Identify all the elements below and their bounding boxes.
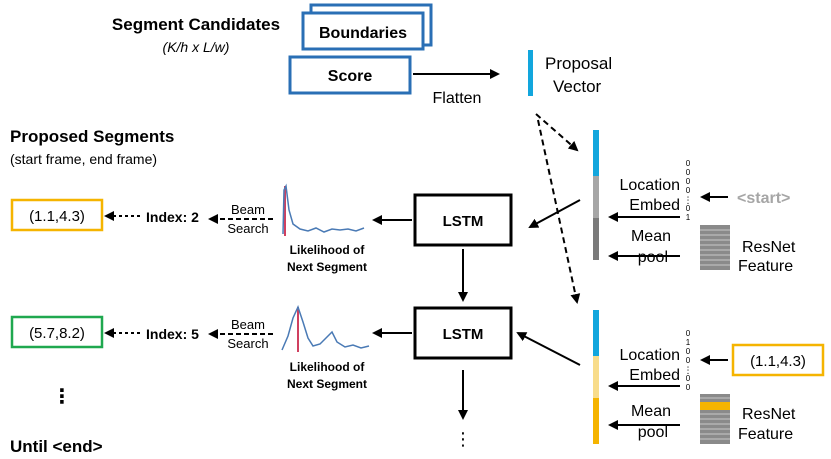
likelihood-plot-1 (282, 183, 365, 236)
prev-segment-token: (1.1,4.3) (750, 353, 806, 370)
input-vector-2 (593, 310, 599, 444)
likelihood-plot-2 (281, 304, 370, 352)
location-label-1: Location (620, 177, 681, 194)
beam-label-2: Beam (231, 317, 265, 332)
index-label-2: Index: 5 (146, 326, 199, 342)
lstm-box-1 (413, 193, 513, 247)
bottom-ellipsis: ⋮ (454, 429, 472, 449)
mean-label-1: Mean (631, 228, 671, 245)
lstm-label-2: LSTM (443, 326, 484, 343)
location-bits-1: 0 0 0 0 ⋮ 0 1 (684, 159, 693, 222)
lstm-box-2 (413, 306, 513, 360)
dashed-arrow-step1 (535, 113, 579, 152)
search-label-2: Search (227, 336, 268, 351)
svg-text:0: 0 (686, 329, 691, 338)
resnet-feature-stack-2 (700, 394, 730, 444)
flatten-label: Flatten (433, 90, 482, 107)
pool-label-1: pool (638, 249, 668, 266)
boundaries-label: Boundaries (319, 25, 407, 42)
input-vector-1 (593, 130, 599, 260)
segment-candidates-title: Segment Candidates (112, 15, 280, 34)
feature-label-1: Feature (738, 258, 793, 275)
left-ellipsis: ⋮ (52, 386, 72, 408)
feature-label-2: Feature (738, 426, 793, 443)
svg-text:0: 0 (686, 374, 691, 383)
mean-label-2: Mean (631, 403, 671, 420)
likelihood-label-2a: Likelihood of (290, 360, 366, 374)
lstm-label-1: LSTM (443, 213, 484, 230)
output-segment-1: (1.1,4.3) (29, 208, 85, 225)
embed-label-1: Embed (629, 197, 680, 214)
resnet-label-2: ResNet (742, 406, 796, 423)
dashed-arrow-step2 (537, 119, 581, 304)
output-segment-2-box (10, 315, 104, 349)
lstm-input-arrow-2 (516, 332, 581, 366)
location-bits-2: 0 1 0 0 ⋮ 0 0 (684, 329, 693, 392)
svg-text:0: 0 (686, 204, 691, 213)
svg-text:⋮: ⋮ (684, 195, 693, 205)
resnet-feature-stack-1 (700, 225, 730, 270)
svg-text:0: 0 (686, 356, 691, 365)
until-end-label: Until <end> (10, 437, 103, 456)
segment-candidates-subtitle: (K/h x L/w) (163, 39, 230, 55)
svg-text:0: 0 (686, 168, 691, 177)
likelihood-curve-2 (281, 304, 370, 351)
beam-label-1: Beam (231, 202, 265, 217)
embed-label-2: Embed (629, 367, 680, 384)
score-label: Score (328, 68, 373, 85)
likelihood-label-1a: Likelihood of (290, 243, 366, 257)
svg-text:0: 0 (686, 159, 691, 168)
svg-text:1: 1 (686, 338, 691, 347)
pool-label-2: pool (638, 424, 668, 441)
proposal-vector-label-2: Vector (553, 77, 602, 96)
proposal-vector-label-1: Proposal (545, 54, 612, 73)
likelihood-label-2b: Next Segment (287, 377, 367, 391)
svg-text:0: 0 (686, 177, 691, 186)
svg-text:0: 0 (686, 347, 691, 356)
location-label-2: Location (620, 347, 681, 364)
start-token: <start> (737, 190, 790, 207)
svg-text:0: 0 (686, 383, 691, 392)
search-label-1: Search (227, 221, 268, 236)
score-box (288, 55, 412, 95)
prev-segment-box (731, 343, 825, 377)
index-label-1: Index: 2 (146, 209, 199, 225)
likelihood-curve-1 (282, 183, 365, 235)
proposed-segments-title: Proposed Segments (10, 127, 174, 146)
proposed-segments-subtitle: (start frame, end frame) (10, 151, 157, 167)
svg-text:0: 0 (686, 186, 691, 195)
resnet-label-1: ResNet (742, 239, 796, 256)
output-segment-1-box (10, 198, 104, 232)
lstm-input-arrow-1 (528, 199, 581, 228)
output-segment-2: (5.7,8.2) (29, 325, 85, 342)
proposal-vector-bar (528, 50, 533, 96)
likelihood-label-1b: Next Segment (287, 260, 367, 274)
boundaries-box (301, 11, 425, 51)
svg-text:⋮: ⋮ (684, 365, 693, 375)
svg-text:1: 1 (686, 213, 691, 222)
